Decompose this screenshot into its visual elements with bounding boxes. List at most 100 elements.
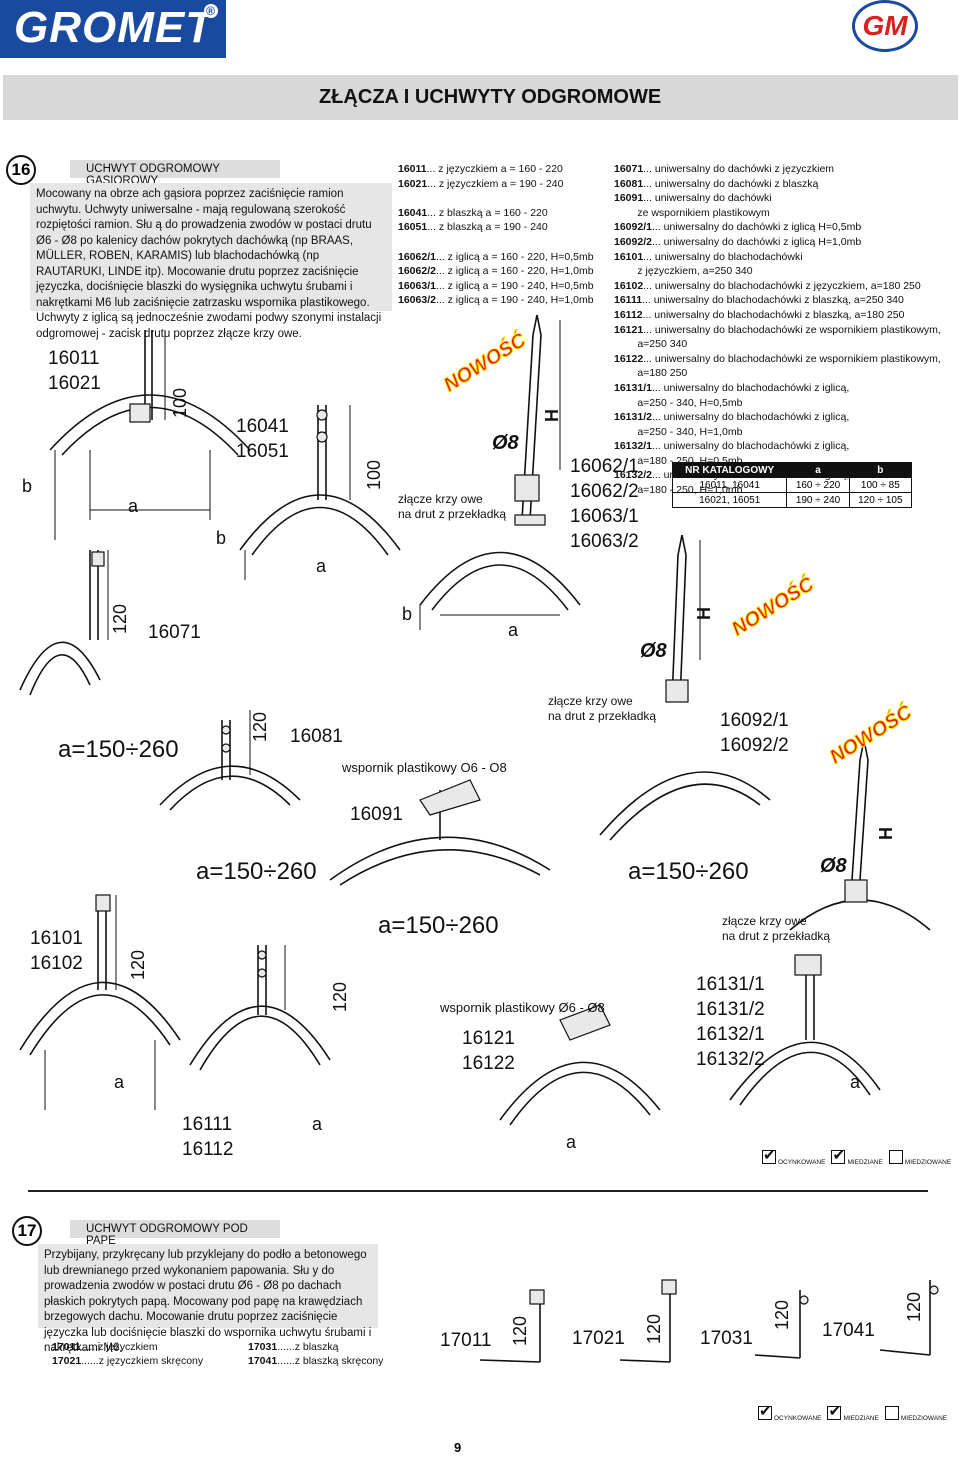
section-16-description: Mocowany na obrze ach gąsiora poprzez za…: [30, 183, 392, 340]
code-row: 16122... uniwersalny do blachodachówki z…: [614, 352, 954, 367]
dim-120-3: 120: [128, 950, 158, 1001]
code-text: ... uniwersalny do blachodachówki: [643, 250, 803, 263]
code-row: 16121... uniwersalny do blachodachówki z…: [614, 323, 954, 338]
dim-o8-3: Ø8: [820, 855, 847, 877]
label-16011: 16011 16021: [48, 348, 101, 394]
code-text: ... uniwersalny do dachówki z iglicą H=0…: [651, 221, 862, 234]
dim-a-3: a: [508, 620, 519, 640]
code: 16011: [398, 163, 427, 175]
dim-120-label: 120: [110, 603, 130, 634]
bracket-drawing-16091: [329, 779, 551, 886]
code-row: 16092/2... uniwersalny do dachówki z igl…: [614, 235, 954, 250]
code: 16131/2: [614, 411, 652, 424]
code: 16041: [398, 206, 428, 219]
code-row: 16131/1... uniwersalny do blachodachówki…: [614, 381, 954, 396]
title-bar: ZŁĄCZA I UCHWYTY ODGROMOWE: [3, 75, 958, 120]
code-row: a=180 250: [614, 366, 954, 381]
section-17-number: 17: [12, 1216, 42, 1246]
label-17011: 17011: [440, 1330, 492, 1351]
code-row: 16081... uniwersalny do dachówki z blasz…: [614, 177, 954, 192]
bracket-drawing-17011: [479, 1289, 545, 1363]
dim-100-a: 100: [170, 388, 200, 439]
a-range-2: a=150÷260: [196, 858, 317, 885]
label-17021: 17021: [572, 1328, 625, 1349]
code-text: ... z języczkiem a = 160 - 220: [426, 163, 563, 175]
finish-label: MIEDZIANE: [843, 1415, 879, 1422]
code-text: ... z iglicą a = 160 - 220, H=0,5mb: [435, 250, 594, 263]
bracket-drawing-16092: [599, 534, 771, 841]
bracket-drawing-16011: [49, 330, 251, 540]
dim-h-3: H: [876, 827, 896, 861]
checkbox-miedziane: [831, 1146, 846, 1164]
dim-17-a: 120: [510, 1316, 540, 1367]
code-row: 16132/1... uniwersalny do blachodachówki…: [614, 439, 954, 454]
code-text: ... z iglicą a = 190 - 240, H=1,0mb: [435, 294, 594, 307]
code-text: ... uniwersalny do blachodachówki z igli…: [651, 411, 850, 424]
dim-h-label: H: [542, 409, 562, 422]
code: 16092/1: [614, 221, 652, 234]
bracket-drawing-16101: [19, 894, 181, 1110]
code-row: 16062/2... z iglicą a = 160 - 220, H=1,0…: [398, 264, 610, 279]
code-row: 16112... uniwersalny do blachodachówki z…: [614, 308, 954, 323]
code: 16063/2: [398, 294, 436, 307]
code: 16121: [614, 323, 644, 336]
code-text: a=250 - 340, H=0,5mb: [614, 396, 743, 409]
dim-h-1: H: [542, 409, 562, 443]
dim-a-1: a: [128, 496, 139, 516]
dim-a-6: a: [566, 1132, 577, 1152]
label-16091: 16091: [350, 804, 403, 825]
dim-120-label: 120: [330, 981, 350, 1012]
table-row: 16021, 16051 190 ÷ 240 120 ÷ 105: [671, 492, 913, 508]
code-row: a=250 340: [614, 337, 954, 352]
label-16062: 16062/1 16062/2 16063/1 16063/2: [570, 456, 639, 552]
code-row: 16091... uniwersalny do dachówki: [614, 191, 954, 206]
code: 16081: [614, 177, 644, 190]
bracket-drawing-16121: [499, 1004, 661, 1126]
code: 16051: [398, 221, 428, 234]
code-row: 16041... z blaszką a = 160 - 220: [398, 206, 610, 221]
code-text: ... z blaszką a = 190 - 240: [427, 221, 548, 234]
code-text: ze wspornikiem plastikowym: [614, 206, 770, 219]
code: 16062/1: [398, 250, 436, 263]
table-cell: 190 ÷ 240: [786, 492, 850, 508]
code-text: ... z iglicą a = 190 - 240, H=0,5mb: [435, 279, 594, 292]
code: 17011: [52, 1341, 81, 1353]
dim-b-2: b: [216, 528, 227, 548]
section-divider: [28, 1190, 928, 1192]
section-16-heading: UCHWYT ODGROMOWY GĄSIOROWY: [70, 160, 280, 187]
code: 16132/1: [614, 440, 652, 453]
code: 16101: [614, 250, 644, 263]
dim-120-label: 120: [250, 711, 270, 742]
bracket-drawing-17031: [754, 1290, 809, 1359]
code-text: ... uniwersalny do dachówki z iglicą H=1…: [651, 235, 862, 248]
checkbox-miedziane: [827, 1402, 842, 1420]
bracket-drawing-17021: [619, 1279, 677, 1363]
checkbox-miedziowane: [884, 1406, 899, 1420]
dim-a-5: a: [312, 1114, 323, 1134]
finish-label: MIEDZIOWANE: [900, 1415, 948, 1422]
dim-120-label: 120: [904, 1291, 924, 1322]
code-text: ... uniwersalny do blachodachówki ze wsp…: [643, 352, 941, 365]
gromet-logo: GROMET ®: [0, 0, 226, 58]
finish-options-17: OCYNKOWANE MIEDZIANE MIEDZIOWANE: [758, 1402, 948, 1422]
cross-connector-caption-3: złącze krzy owe na drut z przekładką: [722, 914, 831, 943]
label-16041: 16041 16051: [236, 416, 289, 462]
spec-table: NR KATALOGOWY a b 16011, 16041 160 ÷ 220…: [671, 462, 913, 508]
code-list-col1: 16011... z języczkiem a = 160 - 220 16021…: [398, 162, 610, 308]
dim-100-label: 100: [364, 459, 384, 490]
finish-label: OCYNKOWANE: [778, 1159, 826, 1166]
code: 16021: [398, 177, 428, 190]
dim-b-1: b: [22, 476, 33, 496]
dim-h-label: H: [876, 827, 896, 840]
checkbox-ocynkowane: [758, 1402, 772, 1420]
code-text: ... z języczkiem a = 190 - 240: [427, 177, 564, 190]
code: 16132/2: [614, 469, 652, 482]
section-16-number: 16: [6, 155, 36, 185]
code: 17021: [52, 1355, 82, 1367]
a-range-1: a=150÷260: [58, 736, 179, 763]
section-17-heading: UCHWYT ODGROMOWY POD PAPĘ: [70, 1220, 280, 1247]
table-cell: 16021, 16051: [671, 492, 788, 508]
bracket-drawing-16081: [159, 710, 301, 811]
finish-options-16: OCYNKOWANE MIEDZIANE MIEDZIOWANE: [762, 1146, 951, 1166]
